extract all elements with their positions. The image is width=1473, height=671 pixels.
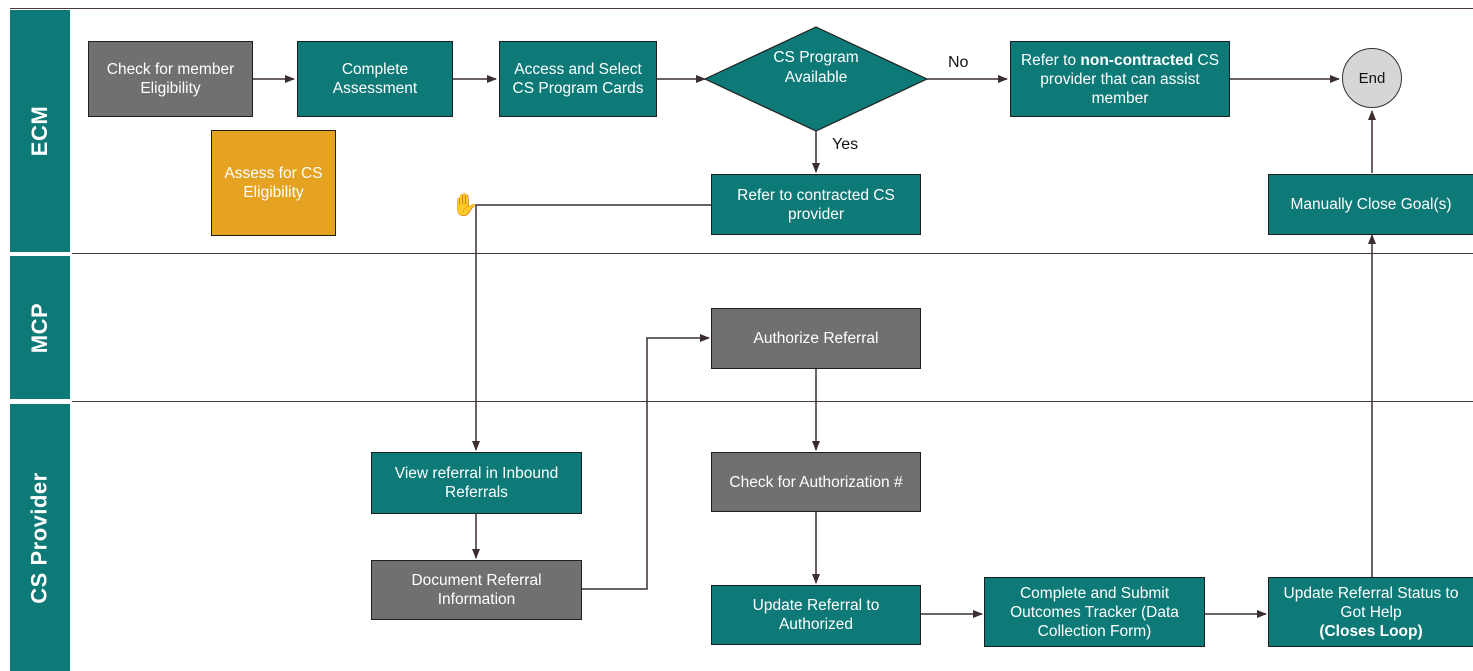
node-document-referral: Document Referral Information: [371, 560, 582, 620]
edge-contracted-to-view-referral: [472, 204, 711, 451]
edge-label-yes: Yes: [832, 136, 859, 153]
node-assess-cs-eligibility: Assess for CS Eligibility: [211, 130, 336, 236]
hand-cursor-icon: ✋: [451, 192, 479, 217]
node-complete-assessment: Complete Assessment: [297, 41, 453, 117]
node-access-select-cards: Access and Select CS Program Cards: [499, 41, 657, 117]
node-complete-submit-tracker: Complete and Submit Outcomes Tracker (Da…: [984, 577, 1205, 647]
node-view-referral: View referral in Inbound Referrals: [371, 452, 582, 514]
lane-header-ecm: ECM: [10, 10, 70, 252]
lane-divider-ecm-mcp: [72, 253, 1473, 254]
node-check-eligibility: Check for member Eligibility: [88, 41, 253, 117]
decision-cs-program-available: CS Program Available: [773, 49, 859, 86]
node-authorize-referral: Authorize Referral: [711, 308, 921, 369]
node-update-authorized: Update Referral to Authorized: [711, 585, 921, 645]
lane-divider-mcp-cs: [72, 401, 1473, 402]
node-check-authorization: Check for Authorization #: [711, 452, 921, 512]
node-end: End: [1342, 48, 1402, 108]
lane-header-mcp: MCP: [10, 256, 70, 399]
node-manually-close: Manually Close Goal(s): [1268, 174, 1473, 235]
edge-label-no: No: [948, 54, 969, 71]
node-refer-noncontracted: Refer to non-contracted CS provider that…: [1010, 41, 1230, 117]
edge-document-to-authorize: [582, 334, 710, 590]
decision-diamond: [703, 26, 929, 132]
diagram-top-border: [10, 8, 1473, 9]
lane-header-cs-provider: CS Provider: [10, 404, 70, 671]
node-refer-contracted: Refer to contracted CS provider: [711, 174, 921, 235]
node-update-status-got-help: Update Referral Status to Got Help(Close…: [1268, 577, 1473, 647]
